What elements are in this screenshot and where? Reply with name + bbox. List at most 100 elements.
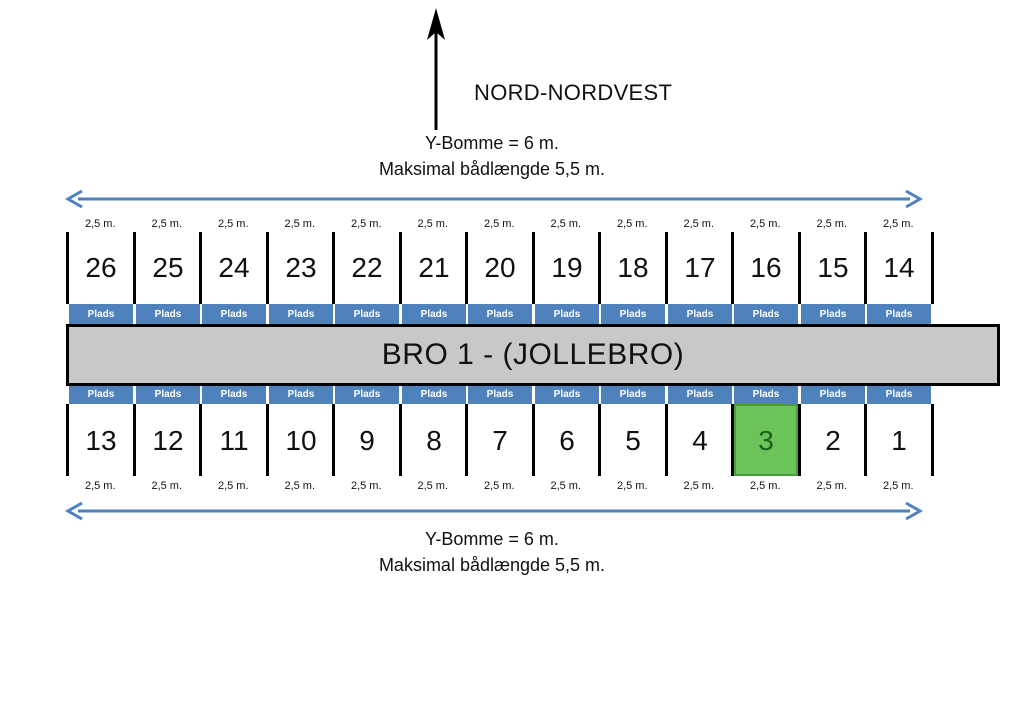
berth-divider bbox=[798, 232, 801, 304]
compass-label: NORD-NORDVEST bbox=[474, 80, 673, 105]
width-label: 2,5 m. bbox=[483, 480, 515, 492]
berth-number: 7 bbox=[492, 425, 508, 456]
pier-bro-1: BRO 1 - (JOLLEBRO) bbox=[66, 324, 1000, 386]
berth-divider bbox=[199, 232, 202, 304]
width-label: 2,5 m. bbox=[816, 480, 848, 492]
width-label: 2,5 m. bbox=[84, 218, 116, 230]
plads-label: Plads bbox=[402, 304, 466, 324]
berth-number: 13 bbox=[85, 425, 117, 456]
width-label: 2,5 m. bbox=[84, 480, 116, 492]
berth-number: 12 bbox=[152, 425, 184, 456]
berth-number: 18 bbox=[617, 252, 649, 283]
berth-number: 19 bbox=[551, 252, 583, 283]
plads-label: Plads bbox=[734, 384, 798, 404]
berth-divider bbox=[465, 404, 468, 476]
berth-number: 11 bbox=[219, 425, 249, 456]
plads-label: Plads bbox=[468, 304, 532, 324]
berth-number: 23 bbox=[285, 252, 317, 283]
width-label: 2,5 m. bbox=[417, 218, 449, 230]
berth-divider bbox=[864, 232, 867, 304]
plads-label: Plads bbox=[601, 304, 665, 324]
berth-divider bbox=[532, 404, 535, 476]
berth-divider bbox=[266, 404, 269, 476]
berth-divider bbox=[66, 404, 69, 476]
bottom-span-arrow bbox=[64, 501, 924, 521]
width-label: 2,5 m. bbox=[151, 218, 183, 230]
plads-label: Plads bbox=[734, 304, 798, 324]
berth-divider bbox=[598, 404, 601, 476]
berth-divider bbox=[731, 232, 734, 304]
berth-divider bbox=[598, 232, 601, 304]
width-label: 2,5 m. bbox=[550, 218, 582, 230]
bottom-note-line1: Y-Bomme = 6 m. bbox=[425, 529, 559, 549]
top-note: Y-Bomme = 6 m. Maksimal bådlængde 5,5 m. bbox=[292, 130, 692, 182]
plads-label: Plads bbox=[801, 304, 865, 324]
berth-divider bbox=[532, 232, 535, 304]
north-arrow-icon bbox=[427, 8, 445, 130]
berth-number: 20 bbox=[484, 252, 516, 283]
plads-label: Plads bbox=[136, 384, 200, 404]
width-label: 2,5 m. bbox=[350, 218, 382, 230]
berth-number: 1 bbox=[891, 425, 907, 456]
plads-label: Plads bbox=[335, 384, 399, 404]
berth-divider bbox=[332, 404, 335, 476]
berth-divider bbox=[399, 404, 402, 476]
width-label: 2,5 m. bbox=[151, 480, 183, 492]
plads-label: Plads bbox=[668, 304, 732, 324]
plads-label: Plads bbox=[535, 384, 599, 404]
berth-number: 17 bbox=[684, 252, 716, 283]
top-span-arrow bbox=[64, 189, 924, 209]
width-label: 2,5 m. bbox=[683, 480, 715, 492]
plads-label: Plads bbox=[601, 384, 665, 404]
berth-number: 14 bbox=[883, 252, 915, 283]
plads-label: Plads bbox=[269, 384, 333, 404]
berth-divider bbox=[931, 232, 934, 304]
width-label: 2,5 m. bbox=[882, 480, 914, 492]
plads-label: Plads bbox=[668, 384, 732, 404]
width-label: 2,5 m. bbox=[749, 480, 781, 492]
pier-label: BRO 1 - (JOLLEBRO) bbox=[381, 338, 685, 371]
berth-number: 3 bbox=[758, 425, 774, 456]
plads-label: Plads bbox=[136, 304, 200, 324]
berth-number: 26 bbox=[85, 252, 117, 283]
berth-number: 16 bbox=[750, 252, 782, 283]
width-label: 2,5 m. bbox=[217, 480, 249, 492]
berth-divider bbox=[266, 232, 269, 304]
berth-number: 22 bbox=[351, 252, 383, 283]
width-label: 2,5 m. bbox=[683, 218, 715, 230]
berth-number: 5 bbox=[625, 425, 641, 456]
width-label: 2,5 m. bbox=[882, 218, 914, 230]
width-label: 2,5 m. bbox=[284, 480, 316, 492]
plads-label: Plads bbox=[269, 304, 333, 324]
berth-divider bbox=[665, 404, 668, 476]
berth-number: 6 bbox=[559, 425, 575, 456]
plads-label: Plads bbox=[69, 384, 133, 404]
top-note-line1: Y-Bomme = 6 m. bbox=[425, 133, 559, 153]
width-label: 2,5 m. bbox=[284, 218, 316, 230]
berth-number: 2 bbox=[825, 425, 841, 456]
plads-label: Plads bbox=[535, 304, 599, 324]
berth-divider bbox=[665, 232, 668, 304]
width-label: 2,5 m. bbox=[350, 480, 382, 492]
width-label: 2,5 m. bbox=[616, 480, 648, 492]
plads-label: Plads bbox=[402, 384, 466, 404]
top-note-line2: Maksimal bådlængde 5,5 m. bbox=[378, 159, 606, 179]
berth-divider bbox=[798, 404, 801, 476]
highlighted-berth bbox=[734, 404, 798, 476]
berth-number: 25 bbox=[152, 252, 184, 283]
width-label: 2,5 m. bbox=[749, 218, 781, 230]
width-label: 2,5 m. bbox=[217, 218, 249, 230]
berth-divider bbox=[66, 232, 69, 304]
berth-number: 21 bbox=[418, 252, 450, 283]
berth-number: 15 bbox=[817, 252, 849, 283]
width-label: 2,5 m. bbox=[550, 480, 582, 492]
berth-divider bbox=[332, 232, 335, 304]
berth-divider bbox=[931, 404, 934, 476]
plads-label: Plads bbox=[202, 384, 266, 404]
plads-label: Plads bbox=[801, 384, 865, 404]
berth-divider bbox=[399, 232, 402, 304]
width-label: 2,5 m. bbox=[483, 218, 515, 230]
plads-label: Plads bbox=[867, 304, 931, 324]
